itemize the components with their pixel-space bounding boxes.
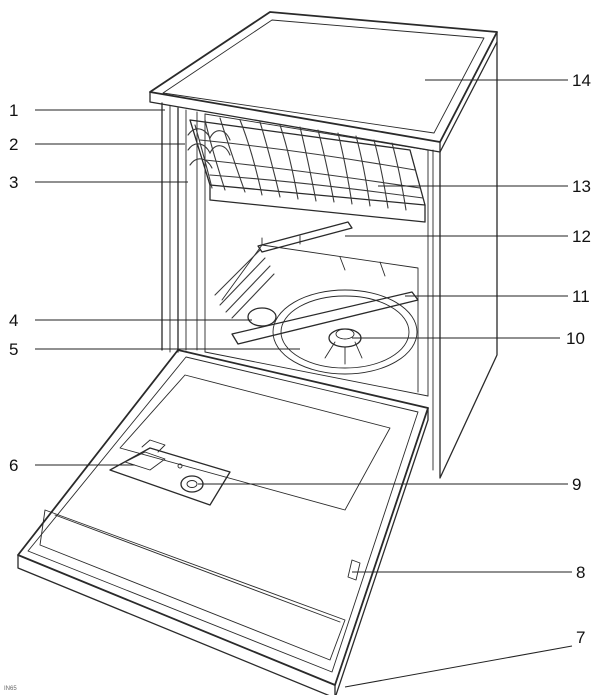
upper-basket <box>187 117 426 223</box>
tub-interior <box>204 113 429 397</box>
callout-labels: 1 2 3 4 5 6 7 8 9 10 11 12 13 14 <box>9 71 591 647</box>
lower-spray-arm <box>231 291 419 345</box>
detergent-dispenser <box>109 439 231 506</box>
cup-shelf <box>187 128 231 169</box>
callout-3: 3 <box>9 173 18 192</box>
leader-lines <box>35 79 573 688</box>
callout-7: 7 <box>576 628 585 647</box>
tub-back-lines <box>214 249 275 319</box>
callout-14: 14 <box>572 71 591 90</box>
callout-2: 2 <box>9 135 18 154</box>
worktop <box>149 11 498 153</box>
callout-5: 5 <box>9 340 18 359</box>
callout-6: 6 <box>9 456 18 475</box>
corner-code: IN65 <box>4 686 17 692</box>
callout-12: 12 <box>572 227 591 246</box>
lower-spray-area <box>231 289 419 375</box>
callout-11: 11 <box>572 287 590 306</box>
callout-8: 8 <box>576 563 585 582</box>
arm-holder <box>247 307 277 327</box>
callout-13: 13 <box>572 177 591 196</box>
cabinet <box>149 11 498 479</box>
upper-spray-arm <box>257 221 353 253</box>
filter <box>324 328 363 365</box>
door <box>17 349 429 695</box>
side-panel <box>439 41 498 479</box>
rinse-aid-dispenser <box>177 463 204 493</box>
callout-1: 1 <box>9 101 18 120</box>
door-hinge <box>347 559 361 581</box>
callout-10: 10 <box>566 329 585 348</box>
front-frame <box>161 102 206 353</box>
callout-4: 4 <box>9 311 18 330</box>
callout-9: 9 <box>572 475 581 494</box>
